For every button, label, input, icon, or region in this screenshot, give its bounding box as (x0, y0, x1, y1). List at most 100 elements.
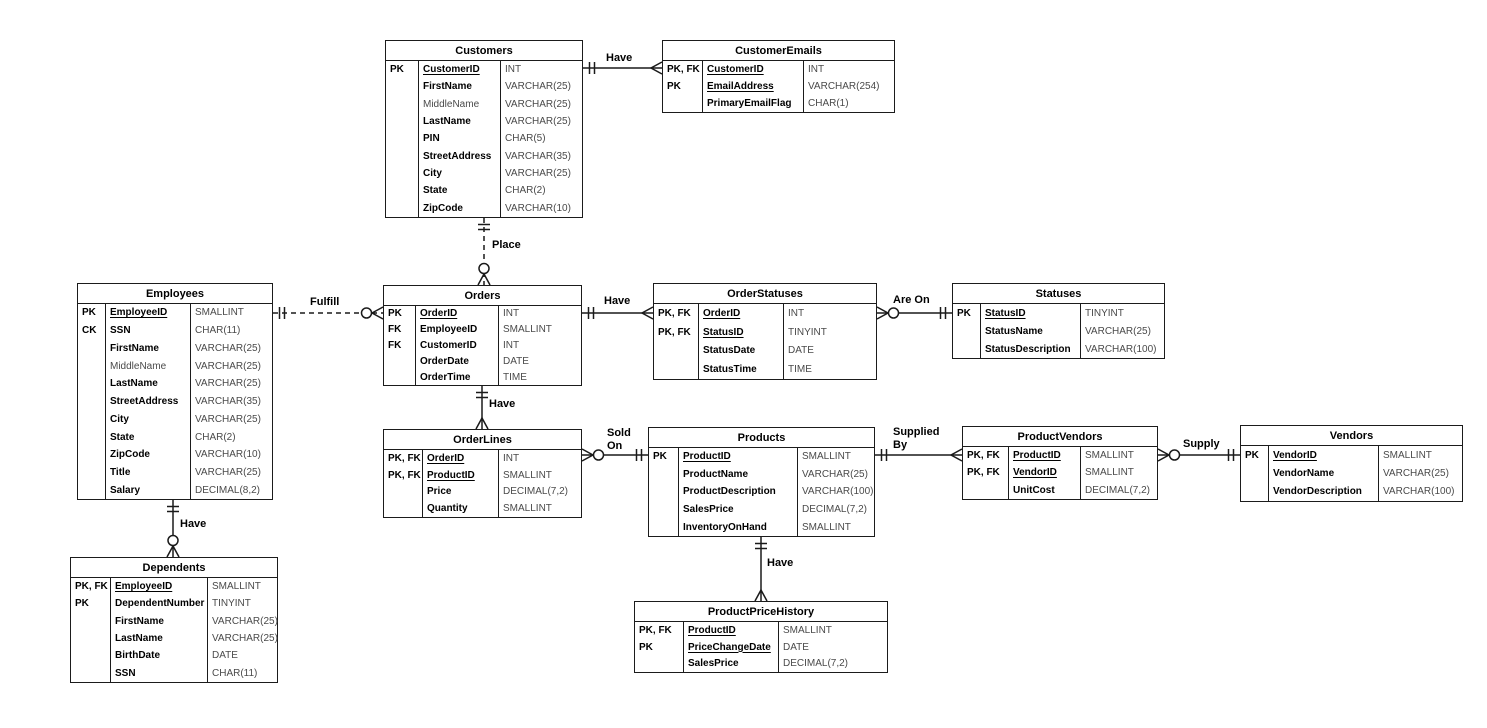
key-cell (384, 483, 423, 501)
relationship-label-customers-place-orders[interactable]: Place (492, 239, 521, 251)
attribute-type-cell: SMALLINT (195, 307, 244, 319)
attribute-name-cell: CustomerID (419, 61, 501, 79)
crows-foot-icon (640, 306, 654, 320)
relationship-label-products-have-productpricehistory[interactable]: Have (767, 557, 794, 569)
relationship-label-orders-have-orderstatuses[interactable]: Have (604, 295, 631, 307)
zero-circle-icon (592, 449, 605, 461)
attribute-name-cell: SalesPrice (684, 655, 779, 673)
attribute-type-cell: CHAR(1) (808, 98, 849, 109)
attribute-name-cell: VendorID (1269, 446, 1379, 465)
key-cell: PK, FK (654, 322, 699, 342)
relationship-label-employees-have-dependents[interactable]: Have (180, 518, 207, 530)
attribute-type-cell: VARCHAR(25) (1085, 325, 1151, 337)
key-cell (649, 518, 679, 536)
attribute-name-cell: VendorDescription (1269, 482, 1379, 501)
crows-foot-icon (949, 448, 963, 462)
attribute-type-cell: DECIMAL(8,2) (195, 484, 261, 496)
attribute-name-cell: OrderID (416, 306, 499, 322)
attribute-type-cell: DATE (788, 345, 814, 357)
attribute-name-cell: PrimaryEmailFlag (703, 95, 804, 112)
attribute-type-cell: VARCHAR(10) (505, 202, 571, 214)
attribute-type-cell: CHAR(11) (212, 667, 258, 679)
attribute-type-cell: CHAR(5) (505, 133, 546, 145)
attribute-type-cell: VARCHAR(25) (505, 98, 571, 110)
relationship-label-orders-have-orderlines[interactable]: Have (489, 398, 516, 410)
attribute-name-cell: ZipCode (106, 445, 191, 464)
attribute-name-cell: ProductDescription (679, 483, 798, 501)
attribute-name-cell: StreetAddress (419, 147, 501, 165)
attribute-name-cell: LastName (419, 112, 501, 131)
key-cell (386, 112, 419, 131)
relationship-label-customers-have-customeremails[interactable]: Have (606, 52, 633, 64)
attribute-name-cell: EmployeeID (416, 321, 499, 338)
attribute-name-cell: SSN (106, 321, 191, 340)
key-cell: PK (78, 304, 106, 322)
relationship-customers-place-orders[interactable] (477, 218, 491, 286)
attribute-type-cell: DECIMAL(7,2) (503, 486, 569, 498)
attribute-name-cell: MiddleName (419, 95, 501, 113)
attribute-name-cell: SalesPrice (679, 500, 798, 519)
key-cell (386, 130, 419, 148)
attribute-type-cell: DECIMAL(7,2) (1085, 484, 1151, 496)
key-cell (963, 481, 1009, 499)
key-cell (649, 500, 679, 519)
key-cell: PK (71, 595, 111, 613)
attribute-type-cell: VARCHAR(25) (1383, 467, 1449, 479)
attribute-name-cell: OrderID (423, 450, 499, 467)
attribute-name-cell: StatusID (699, 322, 784, 342)
attribute-type-cell: VARCHAR(254) (808, 81, 880, 92)
attribute-name-cell: MiddleName (106, 357, 191, 375)
relationship-label-orderstatuses-areon-statuses[interactable]: Are On (893, 294, 930, 306)
relationship-orders-have-orderlines[interactable] (475, 386, 489, 430)
relationship-products-have-productpricehistory[interactable] (754, 537, 768, 602)
key-cell (654, 341, 699, 361)
attribute-name-cell: FirstName (106, 339, 191, 358)
attribute-name-cell: EmployeeID (111, 578, 208, 596)
relationship-label-productvendors-supply-vendors[interactable]: Supply (1183, 438, 1220, 450)
table-title: Customers (386, 41, 582, 61)
attribute-type-cell: SMALLINT (503, 469, 552, 481)
key-cell (649, 465, 679, 484)
key-cell: PK, FK (384, 466, 423, 484)
relationship-label-orderlines-soldon-products[interactable]: Sold On (607, 427, 631, 452)
relationship-label-employees-fulfill-orders[interactable]: Fulfill (310, 296, 340, 308)
relationship-label-products-suppliedby-productvendors[interactable]: Supplied By (893, 426, 940, 451)
relationship-orders-have-orderstatuses[interactable] (582, 306, 654, 320)
relationship-orderstatuses-areon-statuses[interactable] (876, 306, 952, 320)
attribute-type-cell: VARCHAR(25) (505, 81, 571, 93)
attribute-type-cell: VARCHAR(35) (505, 150, 571, 162)
relationship-employees-have-dependents[interactable] (166, 500, 180, 558)
attribute-type-cell: TIME (788, 364, 812, 376)
zero-circle-icon (360, 307, 373, 319)
attribute-name-cell: ProductName (679, 465, 798, 484)
